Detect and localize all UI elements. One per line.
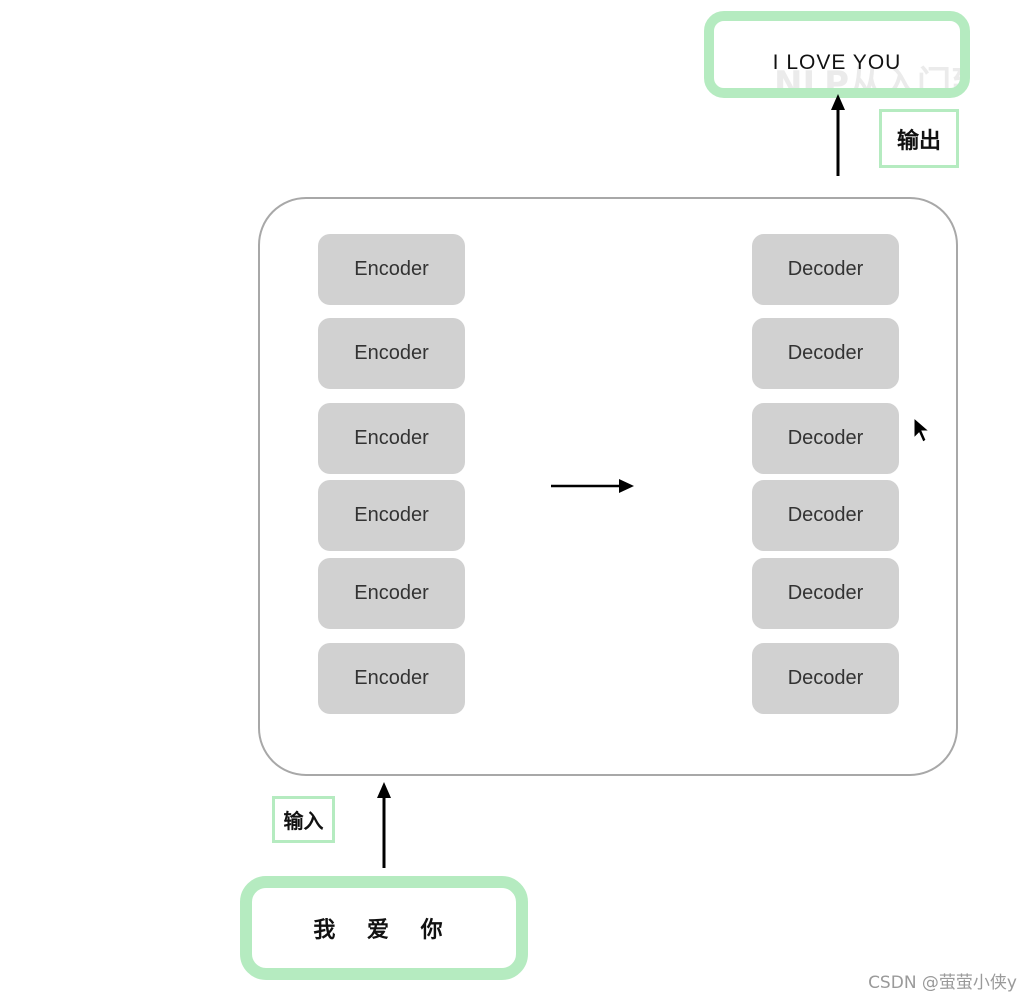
input-arrow	[377, 782, 391, 868]
output-arrow	[831, 94, 845, 176]
cursor-icon	[914, 418, 929, 442]
encoder-to-decoder-arrow	[551, 479, 634, 493]
credit-watermark: CSDN @萤萤小侠y	[868, 968, 1017, 993]
